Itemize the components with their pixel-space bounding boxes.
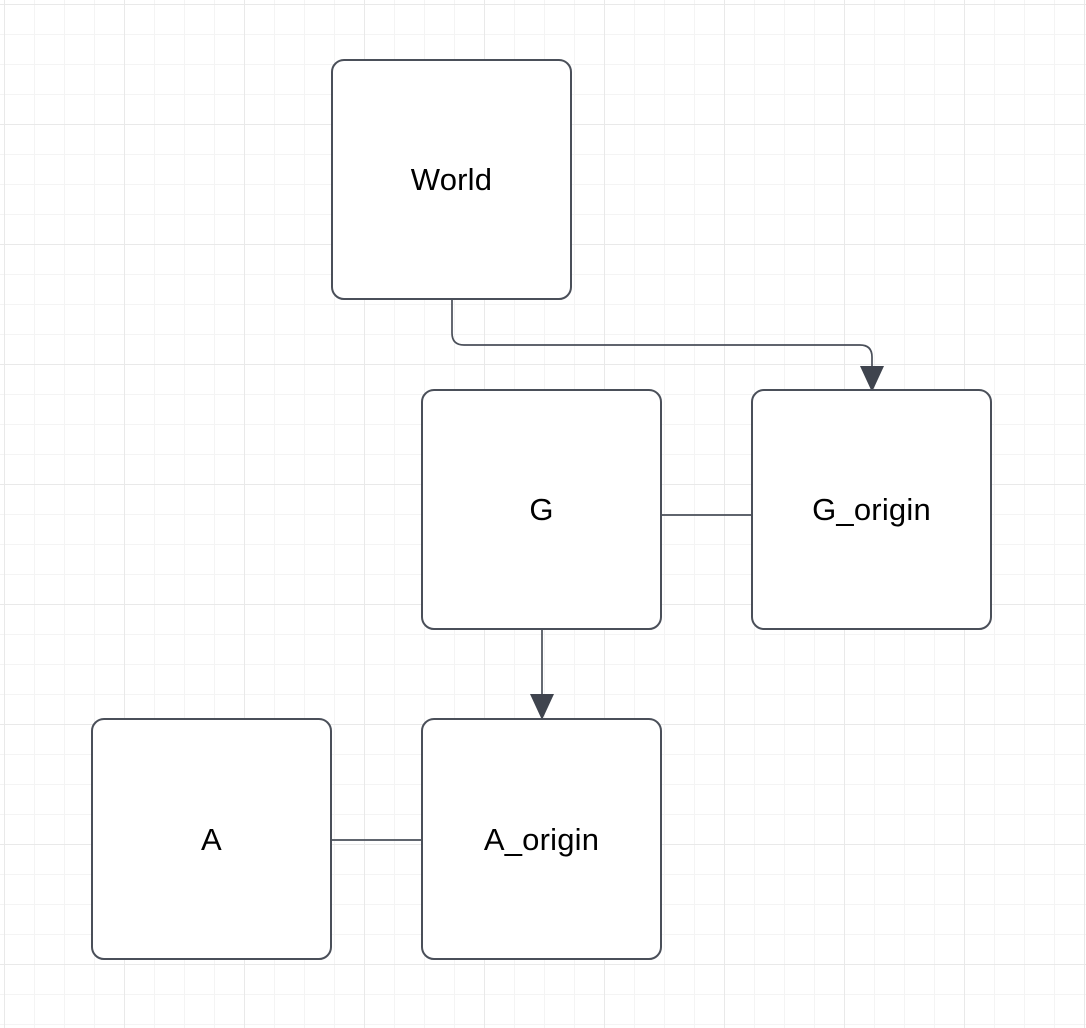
node-g[interactable]: G	[421, 389, 662, 630]
arrowhead-icon-into-a_origin	[530, 694, 554, 720]
edge-world-to-g_origin	[451, 300, 873, 368]
node-g-origin[interactable]: G_origin	[751, 389, 992, 630]
node-a-origin[interactable]: A_origin	[421, 718, 662, 960]
node-g-origin-label: G_origin	[812, 492, 931, 527]
node-a[interactable]: A	[91, 718, 332, 960]
node-world[interactable]: World	[331, 59, 572, 300]
node-g-label: G	[529, 492, 554, 527]
node-a-label: A	[201, 821, 222, 857]
node-world-label: World	[410, 162, 493, 197]
node-a-origin-label: A_origin	[483, 821, 600, 857]
